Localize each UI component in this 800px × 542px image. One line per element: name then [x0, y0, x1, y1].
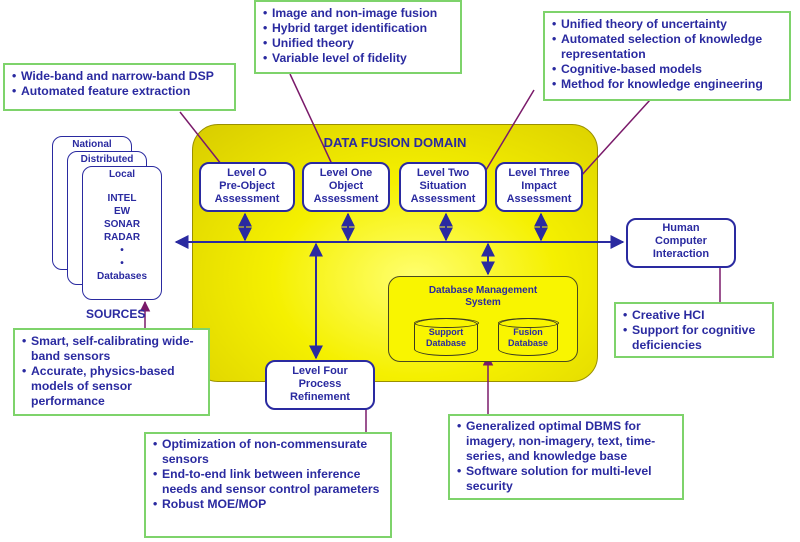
- note-process-item: Optimization of non-commensurate sensors: [152, 437, 384, 467]
- support-database-label1: Support: [428, 327, 464, 337]
- source-item: EW: [113, 206, 131, 217]
- note-fusion: Image and non-image fusion Hybrid target…: [254, 0, 462, 74]
- note-hci-item: Support for cognitive deficiencies: [622, 323, 766, 353]
- level1-line2: Object: [328, 180, 364, 192]
- level0-line1: Level O: [227, 167, 267, 179]
- note-uncertainty-item: Automated selection of knowledge represe…: [551, 32, 783, 62]
- level2-line1: Level Two: [416, 167, 470, 179]
- dbms-title-line2: System: [465, 297, 501, 308]
- level1-line3: Assessment: [313, 193, 379, 205]
- source-item: RADAR: [103, 232, 141, 243]
- source-card-distributed-label: Distributed: [80, 154, 134, 165]
- note-fusion-item: Hybrid target identification: [262, 21, 454, 36]
- note-dbms-item: Software solution for multi-level securi…: [456, 464, 676, 494]
- note-uncertainty-item: Cognitive-based models: [551, 62, 783, 77]
- source-card-national-label: National: [72, 139, 112, 150]
- hci-line3: Interaction: [652, 248, 710, 260]
- note-sensors-item: Accurate, physics-based models of sensor…: [21, 364, 202, 409]
- level4-line1: Level Four: [292, 365, 348, 377]
- source-card-local: Local INTEL EW SONAR RADAR • • Databases: [82, 166, 162, 300]
- level2-line2: Situation: [419, 180, 467, 192]
- note-process: Optimization of non-commensurate sensors…: [144, 432, 392, 538]
- note-fusion-item: Variable level of fidelity: [262, 51, 454, 66]
- hci-line1: Human: [662, 222, 700, 234]
- note-dsp-item: Wide-band and narrow-band DSP: [11, 69, 228, 84]
- support-database-cylinder-top: [413, 317, 479, 328]
- note-fusion-item: Image and non-image fusion: [262, 6, 454, 21]
- level3-box: Level Three Impact Assessment: [495, 162, 583, 212]
- note-sensors: Smart, self-calibrating wide-band sensor…: [13, 328, 210, 416]
- fusion-database-cylinder-top: [497, 317, 559, 328]
- level1-box: Level One Object Assessment: [302, 162, 390, 212]
- level1-line1: Level One: [319, 167, 373, 179]
- sources-caption: SOURCES: [86, 307, 146, 321]
- support-database-label2: Database: [425, 338, 467, 348]
- source-item: INTEL: [107, 193, 137, 204]
- note-process-item: Robust MOE/MOP: [152, 497, 384, 512]
- source-item: •: [120, 245, 124, 256]
- note-dbms: Generalized optimal DBMS for imagery, no…: [448, 414, 684, 500]
- pointer-uncertainty-2: [569, 99, 651, 189]
- note-process-item: End-to-end link between inference needs …: [152, 467, 384, 497]
- level3-line3: Assessment: [506, 193, 572, 205]
- level2-line3: Assessment: [410, 193, 476, 205]
- source-item: SONAR: [103, 219, 141, 230]
- level0-line2: Pre-Object: [219, 180, 275, 192]
- source-item: Databases: [96, 271, 148, 282]
- source-card-local-label: Local: [108, 169, 136, 180]
- level4-box: Level Four Process Refinement: [265, 360, 375, 410]
- level3-line2: Impact: [521, 180, 557, 192]
- fusion-database-label2: Database: [507, 338, 549, 348]
- note-hci-item: Creative HCI: [622, 308, 766, 323]
- level3-line1: Level Three: [508, 167, 570, 179]
- level4-line3: Refinement: [290, 391, 350, 403]
- hci-line2: Computer: [655, 235, 707, 247]
- level2-box: Level Two Situation Assessment: [399, 162, 487, 212]
- fusion-database-cylinder: Fusion Database: [497, 317, 559, 356]
- note-dbms-item: Generalized optimal DBMS for imagery, no…: [456, 419, 676, 464]
- fusion-database-label1: Fusion: [513, 327, 543, 337]
- support-database-cylinder: Support Database: [413, 317, 479, 356]
- level0-box: Level O Pre-Object Assessment: [199, 162, 295, 212]
- note-dsp-item: Automated feature extraction: [11, 84, 228, 99]
- source-item: •: [120, 258, 124, 269]
- note-fusion-item: Unified theory: [262, 36, 454, 51]
- note-uncertainty-item: Method for knowledge engineering: [551, 77, 783, 92]
- level4-line2: Process: [298, 378, 342, 390]
- domain-title: DATA FUSION DOMAIN: [323, 135, 467, 150]
- dbms-title-line1: Database Management: [428, 285, 538, 296]
- note-hci: Creative HCI Support for cognitive defic…: [614, 302, 774, 358]
- note-sensors-item: Smart, self-calibrating wide-band sensor…: [21, 334, 202, 364]
- note-uncertainty: Unified theory of uncertainty Automated …: [543, 11, 791, 101]
- note-dsp: Wide-band and narrow-band DSP Automated …: [3, 63, 236, 111]
- hci-box: Human Computer Interaction: [626, 218, 736, 268]
- level0-line3: Assessment: [214, 193, 280, 205]
- note-uncertainty-item: Unified theory of uncertainty: [551, 17, 783, 32]
